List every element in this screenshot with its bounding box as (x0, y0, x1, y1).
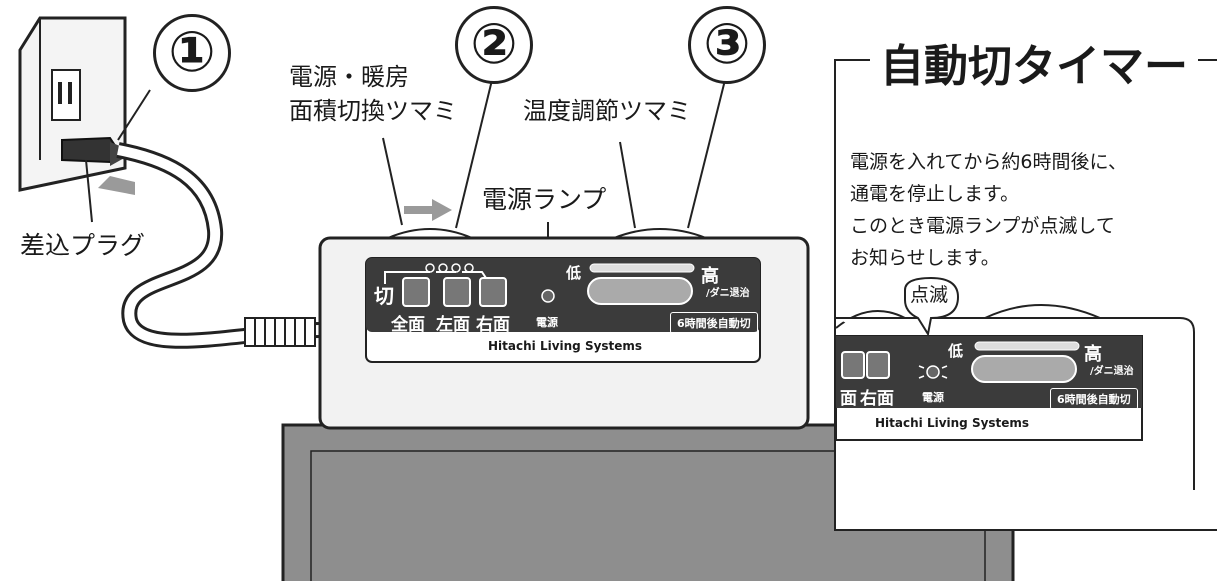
blink-label: 点滅 (910, 284, 949, 306)
panel-sa-label: 左面 (436, 315, 470, 335)
panel-off-label: 切 (374, 284, 394, 308)
timer-desc-line4: お知らせします。 (850, 247, 1000, 269)
power-lamp-label: 電源ランプ (482, 185, 607, 214)
inset-u-label: 右面 (860, 389, 894, 409)
area-knob-label-line2: 面積切換ツマミ (289, 97, 457, 125)
inset-brand: Hitachi Living Systems (875, 416, 1030, 430)
inset-sa-label: 面 (840, 389, 857, 409)
timer-desc-line2: 通電を停止します。 (850, 183, 1020, 205)
panel-u-label: 右面 (476, 315, 510, 335)
panel-auto-off-badge: 6時間後自動切 (670, 312, 758, 334)
panel-power-label: 電源 (536, 316, 558, 329)
panel-brand: Hitachi Living Systems (488, 339, 643, 353)
timer-title: 自動切タイマー (870, 30, 1198, 94)
insert-arrow (98, 176, 135, 195)
timer-desc-line3: このとき電源ランプが点滅して (850, 215, 1115, 237)
timer-inset (834, 59, 1217, 531)
timer-desc-line1: 電源を入れてから約6時間後に、 (850, 151, 1127, 173)
step-1-badge: ① (153, 14, 231, 92)
step-3-badge: ③ (688, 6, 766, 84)
wall-outlet (18, 16, 127, 192)
inset-power-label: 電源 (922, 391, 944, 404)
inset-auto-off-badge: 6時間後自動切 (1050, 388, 1138, 410)
step-2-badge: ② (455, 6, 533, 84)
inset-mite-label: /ダニ退治 (1090, 366, 1134, 377)
inset-high-label: 高 (1084, 344, 1102, 365)
slide-arrow (404, 199, 452, 221)
plug-label: 差込プラグ (20, 231, 146, 260)
control-panel (384, 263, 695, 307)
power-plug (61, 136, 321, 349)
panel-mite-label: /ダニ退治 (706, 288, 750, 299)
panel-low-label: 低 (566, 264, 582, 282)
panel-zen-label: 全面 (391, 315, 425, 335)
panel-high-label: 高 (701, 266, 719, 287)
area-knob-label-line1: 電源・暖房 (289, 63, 409, 91)
temp-knob-label: 温度調節ツマミ (523, 97, 691, 125)
inset-low-label: 低 (948, 342, 964, 360)
